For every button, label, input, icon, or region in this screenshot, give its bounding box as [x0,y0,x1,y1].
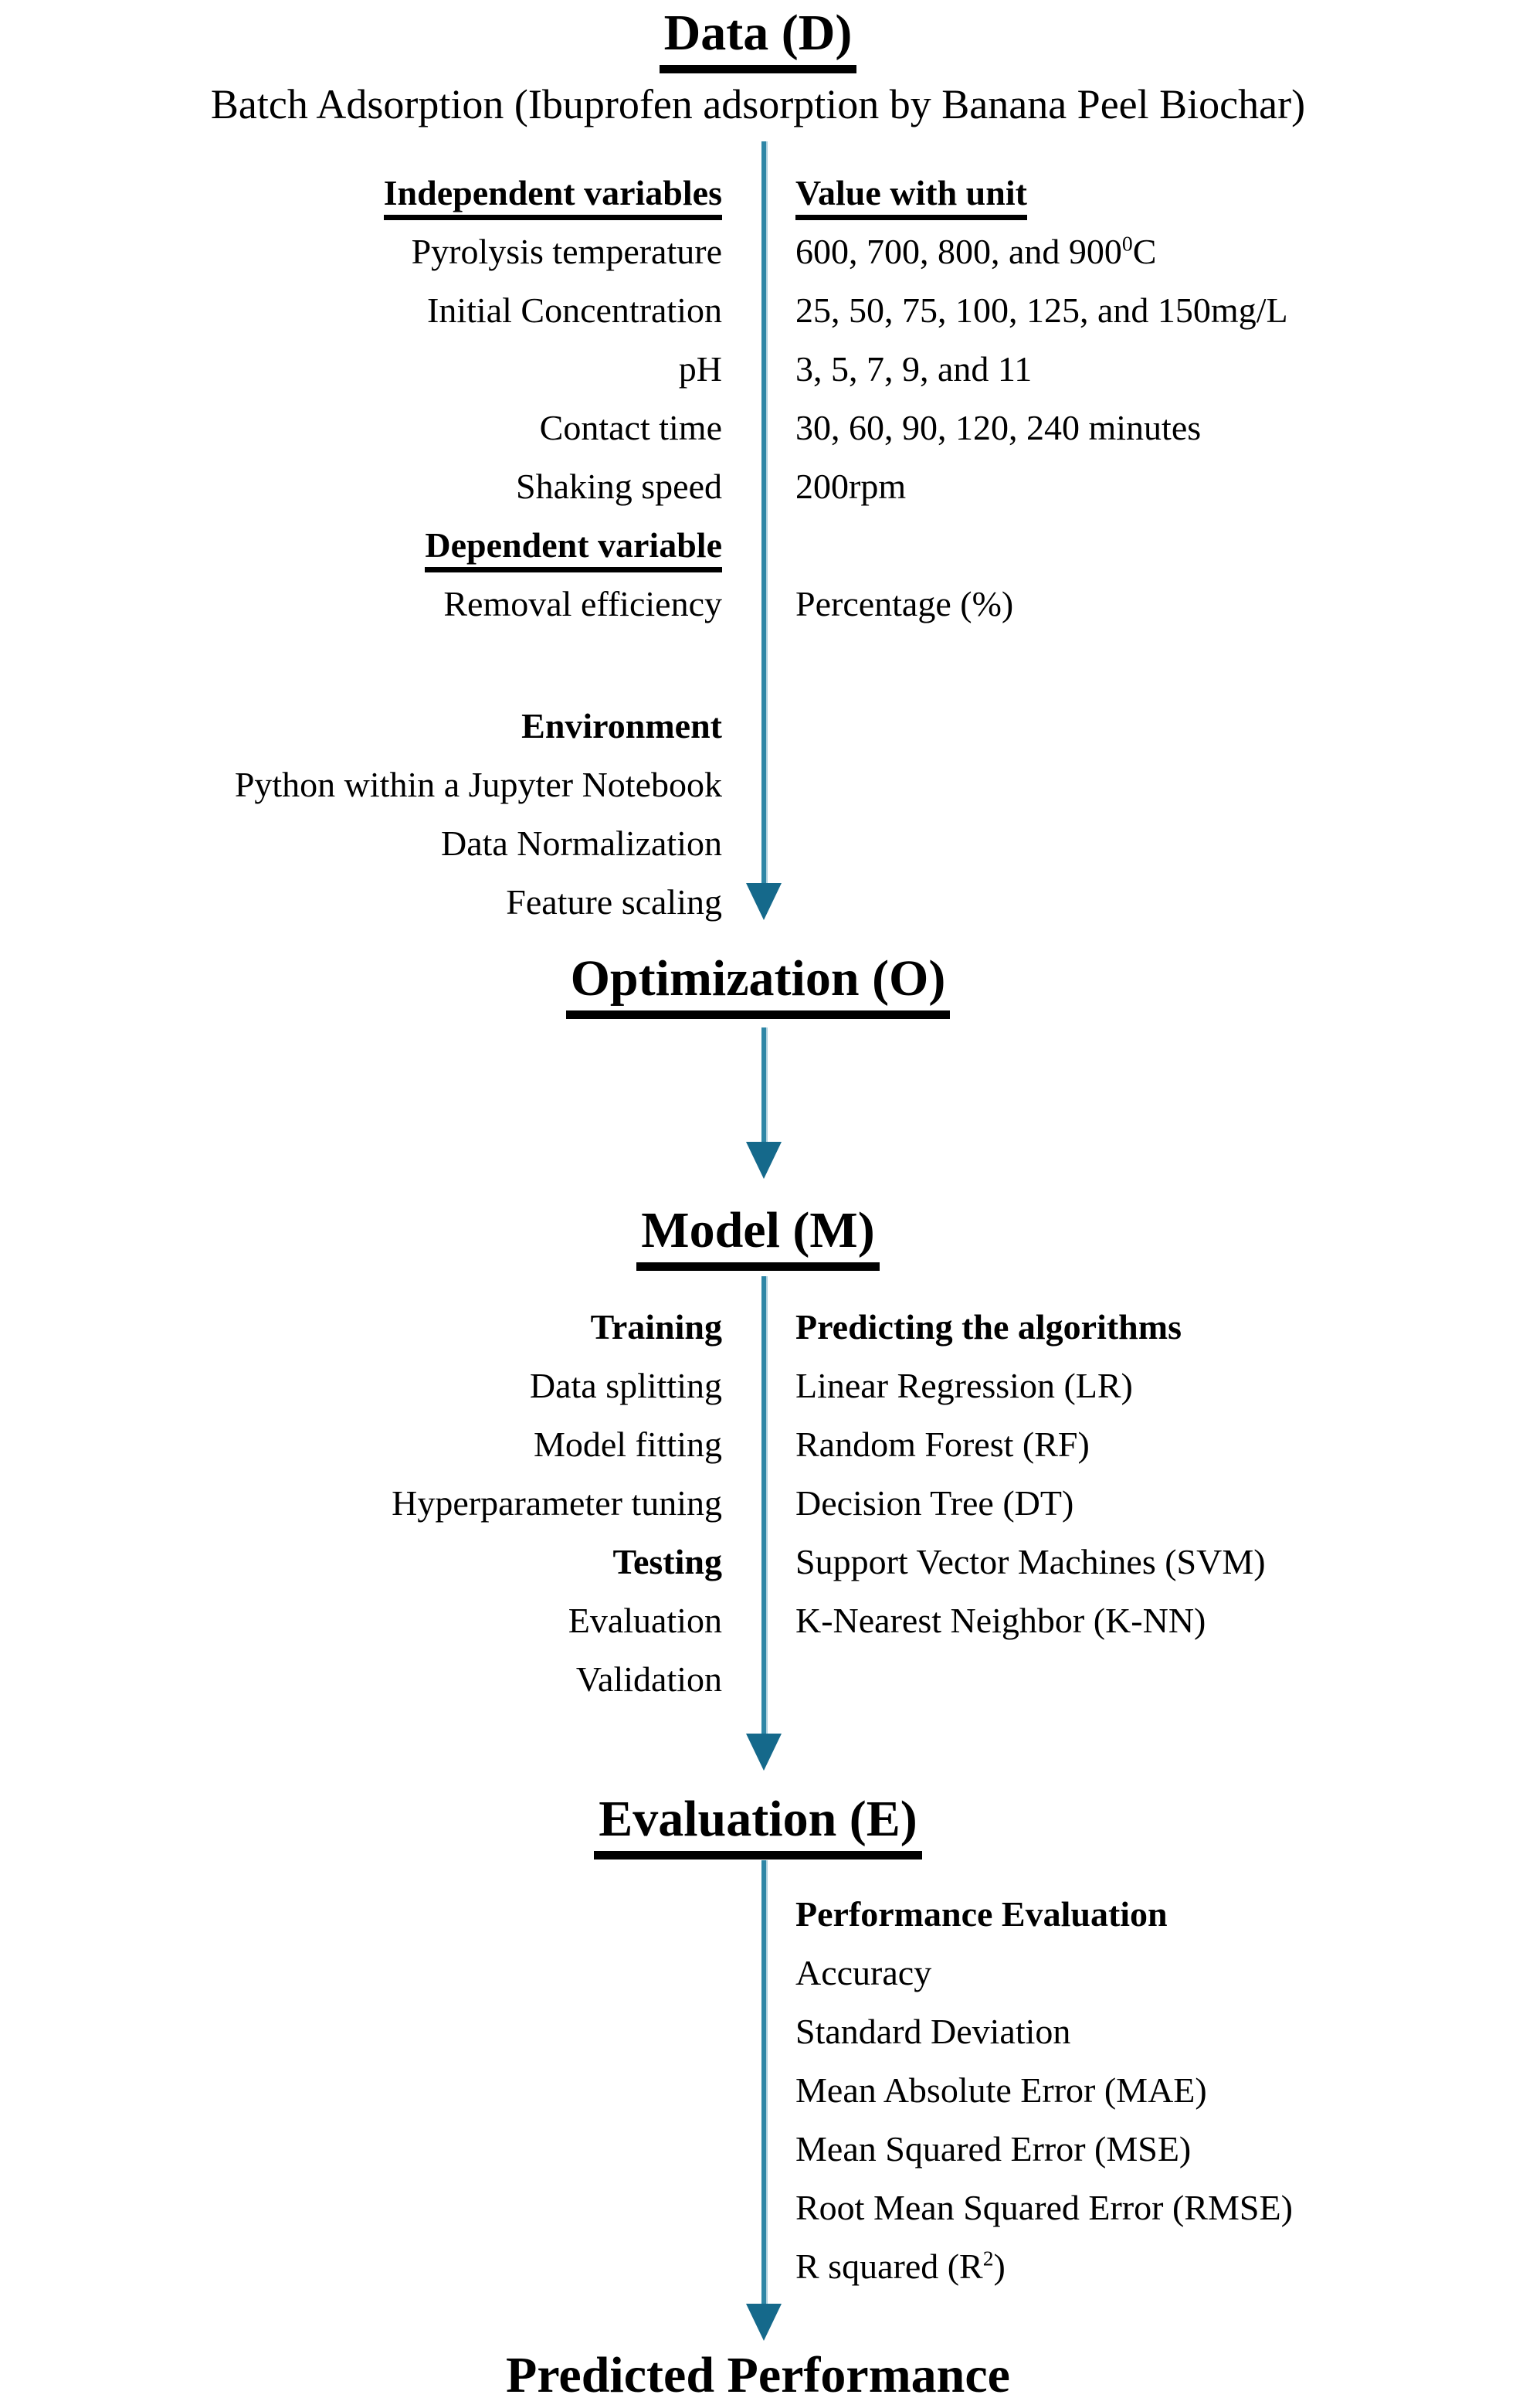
testing-step: Validation [575,1659,722,1699]
variable-label: Contact time [539,408,722,447]
training-step: Hyperparameter tuning [392,1483,722,1523]
arrow-down-icon [746,883,782,920]
data-section-heading: Data (D) [0,6,1516,74]
data-subtitle: Batch Adsorption (Ibuprofen adsorption b… [210,81,1306,127]
environment-item: Feature scaling [506,882,722,922]
environment-header: Environment [521,706,722,745]
table-header-row: Dependent variable [0,516,1516,575]
testing-step: Evaluation [568,1601,722,1640]
metric-item: Mean Absolute Error (MAE) [795,2070,1207,2110]
superscript-zero: 0 [1121,231,1133,256]
algorithm-name: Support Vector Machines (SVM) [795,1542,1266,1581]
table-row: Python within a Jupyter Notebook [0,756,1516,814]
table-row: Model fitting Random Forest (RF) [0,1415,1516,1474]
training-header: Training [590,1307,722,1347]
flow-line-optimization-to-model [761,1027,768,1142]
table-row: Shaking speed 200rpm [0,457,1516,516]
arrow-down-icon [746,1734,782,1771]
predicted-performance-section: Predicted Performance [0,2347,1516,2403]
algorithm-name: K-Nearest Neighbor (K-NN) [795,1601,1206,1640]
algorithm-name: Random Forest (RF) [795,1425,1090,1464]
metric-text: R squared (R [795,2247,983,2286]
optimization-heading-label: Optimization (O) [565,952,951,1020]
table-row: pH 3, 5, 7, 9, and 11 [0,340,1516,399]
table-row: Contact time 30, 60, 90, 120, 240 minute… [0,399,1516,457]
variable-value: 25, 50, 75, 100, 125, and 150mg/L [795,290,1288,330]
variable-label: Initial Concentration [427,290,722,330]
table-row: Hyperparameter tuning Decision Tree (DT) [0,1474,1516,1533]
spacer-row [0,633,1516,697]
variable-label: Removal efficiency [443,584,722,623]
performance-evaluation-header: Performance Evaluation [795,1894,1168,1934]
testing-header: Testing [612,1542,722,1581]
table-row: Removal efficiency Percentage (%) [0,575,1516,633]
flow-line-data-to-optimization [761,141,768,883]
performance-evaluation-list: Performance Evaluation Accuracy Standard… [795,1885,1293,2296]
training-step: Data splitting [529,1366,722,1405]
arrow-down-icon [746,2304,782,2341]
predicted-performance-label: Predicted Performance [506,2347,1010,2403]
table-header-row: Environment [0,697,1516,756]
table-row: Pyrolysis temperature 600, 700, 800, and… [0,222,1516,281]
algorithm-name: Linear Regression (LR) [795,1366,1133,1405]
environment-item: Data Normalization [440,824,722,863]
table-row: Testing Support Vector Machines (SVM) [0,1533,1516,1591]
model-heading-label: Model (M) [636,1204,880,1272]
dependent-variable-header: Dependent variable [425,525,722,573]
metric-item-r-squared: R squared (R2) [795,2237,1293,2296]
table-row: Data splitting Linear Regression (LR) [0,1357,1516,1415]
superscript-two: 2 [982,2246,994,2270]
model-table: Training Predicting the algorithms Data … [0,1298,1516,1709]
evaluation-heading-label: Evaluation (E) [594,1792,922,1860]
variable-value: 600, 700, 800, and 9000C [722,222,1516,281]
table-header-row: Training Predicting the algorithms [0,1298,1516,1357]
table-row: Feature scaling [0,873,1516,932]
variable-value: Percentage (%) [795,584,1014,623]
value-unit: C [1132,232,1157,271]
model-section-heading: Model (M) [0,1204,1516,1272]
arrow-down-icon [746,1142,782,1179]
environment-item: Python within a Jupyter Notebook [234,765,722,804]
optimization-section-heading: Optimization (O) [0,952,1516,1020]
table-row: Data Normalization [0,814,1516,873]
table-row: Evaluation K-Nearest Neighbor (K-NN) [0,1591,1516,1650]
metric-item: Accuracy [795,1953,932,1992]
table-row: Validation [0,1650,1516,1709]
flow-line-model-to-evaluation [761,1276,768,1734]
metric-item: Standard Deviation [795,2012,1071,2051]
metric-item: Root Mean Squared Error (RMSE) [795,2188,1293,2227]
table-header-row: Independent variables Value with unit [0,164,1516,222]
value-with-unit-header: Value with unit [795,173,1027,221]
table-row: Initial Concentration 25, 50, 75, 100, 1… [0,281,1516,340]
variable-label: Shaking speed [515,467,722,506]
evaluation-section-heading: Evaluation (E) [0,1792,1516,1860]
flow-line-evaluation-to-predicted [761,1860,768,2304]
predicting-algorithms-header: Predicting the algorithms [795,1307,1182,1347]
variable-label: Pyrolysis temperature [411,232,722,271]
metric-item: Mean Squared Error (MSE) [795,2129,1192,2169]
variable-value: 200rpm [795,467,907,506]
data-variables-table: Independent variables Value with unit Py… [0,164,1516,932]
value-text: 600, 700, 800, and 900 [795,232,1122,271]
training-step: Model fitting [533,1425,722,1464]
variable-label: pH [678,349,722,389]
data-heading-label: Data (D) [659,6,857,74]
algorithm-name: Decision Tree (DT) [795,1483,1074,1523]
variable-value: 3, 5, 7, 9, and 11 [795,349,1033,389]
independent-variables-header: Independent variables [383,173,722,221]
variable-value: 30, 60, 90, 120, 240 minutes [795,408,1202,447]
metric-text: ) [993,2247,1006,2286]
